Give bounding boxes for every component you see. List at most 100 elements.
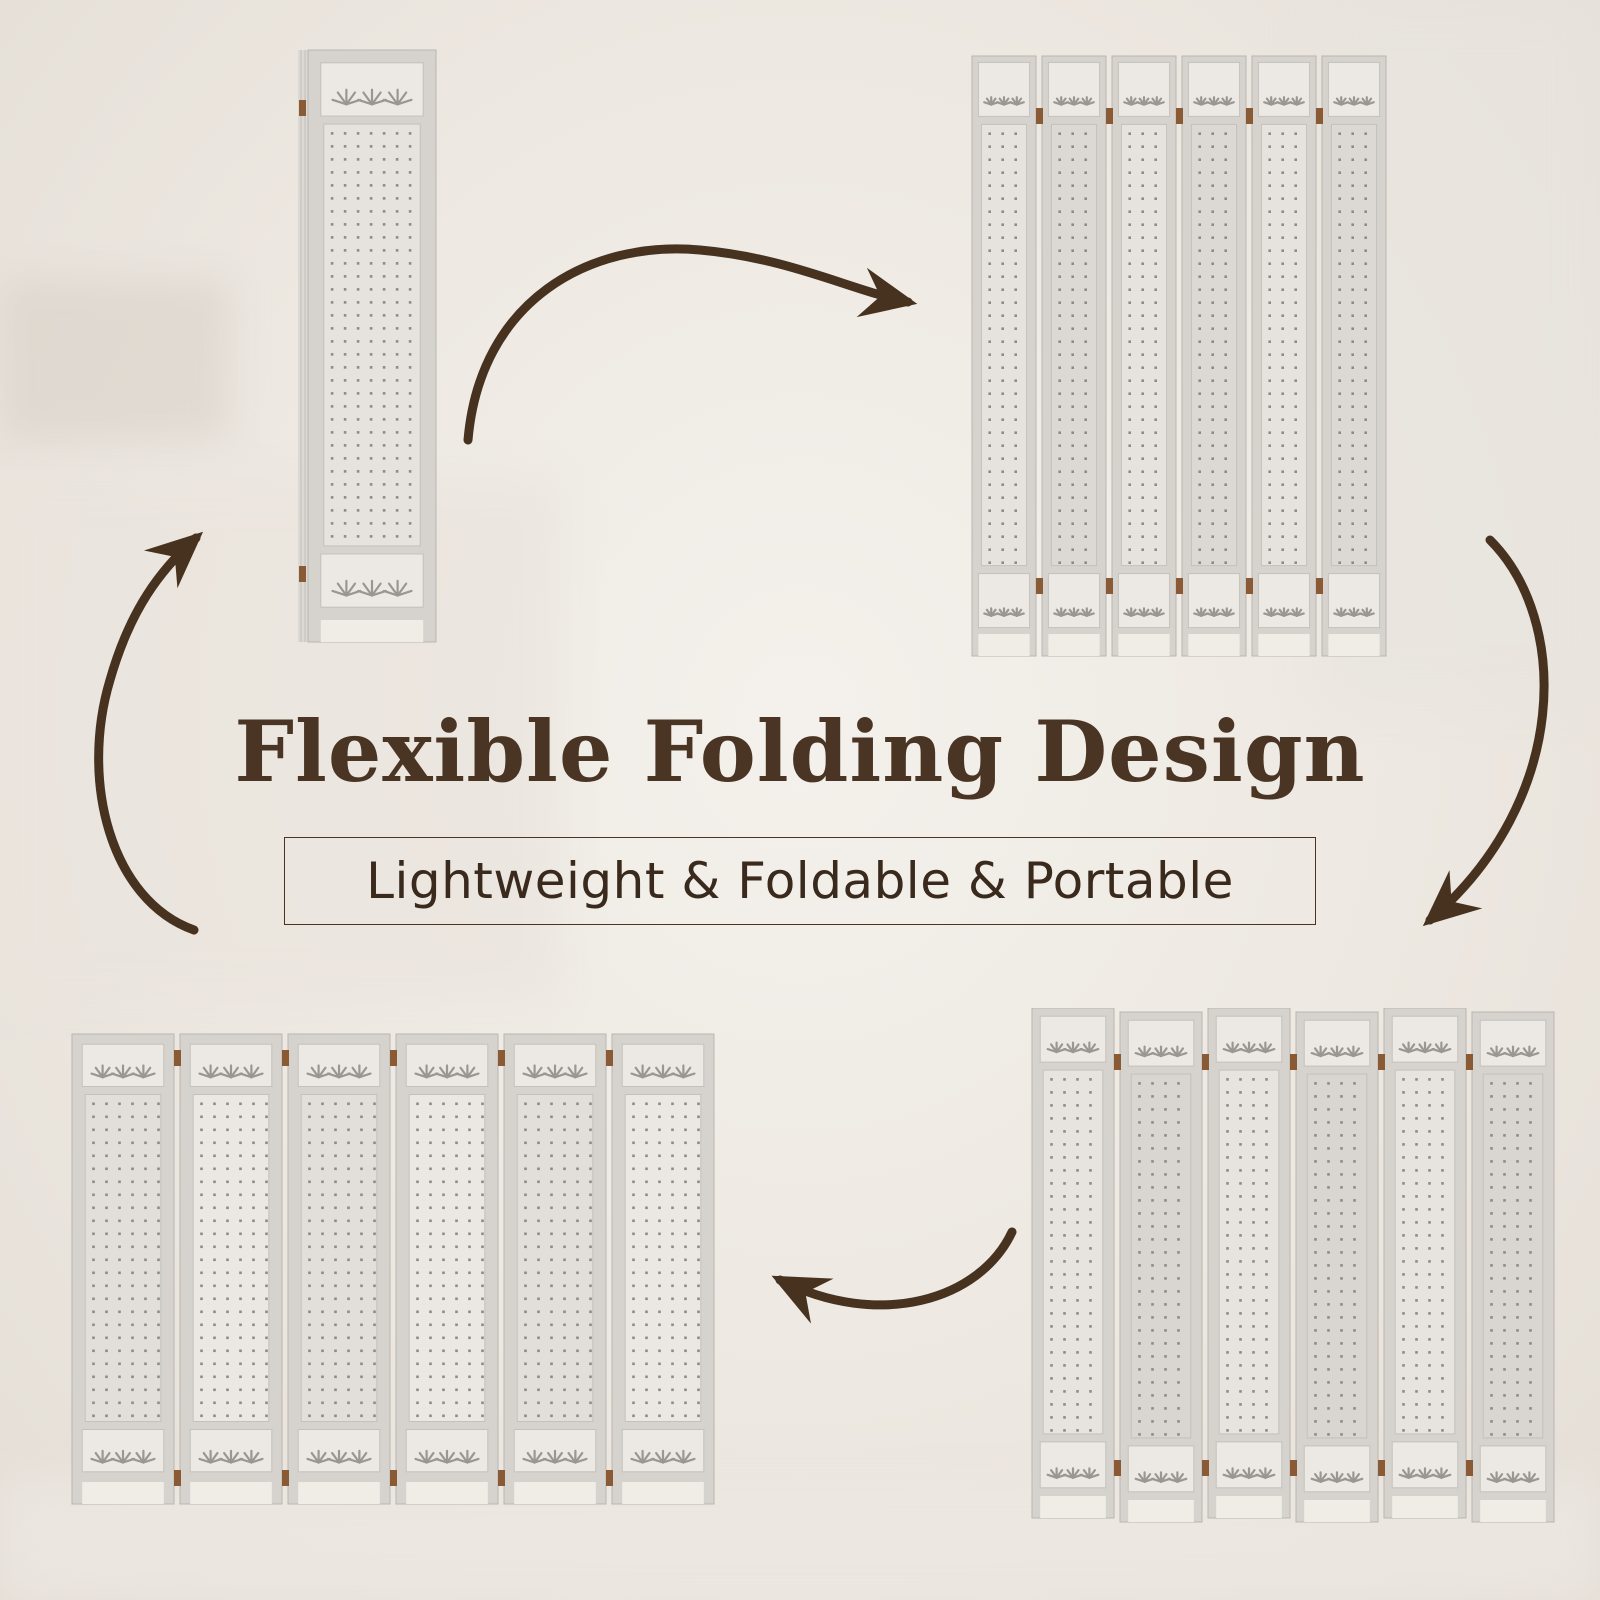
carved-fan-motif-icon: [1398, 1041, 1419, 1054]
carved-fan-motif-icon: [1358, 607, 1375, 617]
carved-fan-motif-icon: [198, 1449, 223, 1464]
carved-fan-motif-icon: [455, 1064, 480, 1079]
carved-fan-motif-icon: [1053, 607, 1070, 617]
screen-panel: [287, 1033, 391, 1505]
zigzag-screen-image: [1031, 1008, 1555, 1523]
carved-fan-motif-icon: [1431, 1467, 1452, 1479]
carved-fan-motif-icon: [1218, 96, 1235, 106]
hinge: [1378, 1054, 1385, 1070]
carved-fan-motif-icon: [239, 1064, 264, 1079]
hinge: [1246, 108, 1253, 124]
carved-fan-motif-icon: [995, 607, 1013, 617]
carved-fan-motif-icon: [563, 1064, 588, 1079]
carved-fan-motif-icon: [1078, 96, 1095, 106]
carved-fan-motif-icon: [414, 1449, 439, 1464]
subtitle-box: Lightweight & Foldable & Portable: [284, 837, 1316, 925]
hinge: [1202, 1460, 1209, 1476]
carved-fan-motif-icon: [1345, 607, 1363, 617]
carved-fan-motif-icon: [1358, 96, 1375, 106]
carved-fan-motif-icon: [1326, 1045, 1348, 1058]
curved-arrow-icon: [771, 1227, 1017, 1324]
screen-panel: [1471, 1011, 1555, 1523]
carved-fan-motif-icon: [650, 1449, 676, 1464]
screen-panel: [503, 1033, 607, 1505]
carved-fan-motif-icon: [306, 1064, 331, 1079]
hinge: [1106, 578, 1113, 594]
screen-panel: [1383, 1008, 1467, 1519]
carved-fan-motif-icon: [1333, 607, 1350, 617]
hinge: [498, 1050, 505, 1066]
curved-screen-image: [971, 55, 1387, 657]
screen-panel: [307, 49, 437, 643]
carved-fan-motif-icon: [1343, 1471, 1364, 1483]
carved-fan-motif-icon: [1046, 1041, 1067, 1054]
carved-fan-motif-icon: [455, 1449, 480, 1464]
screen-panel: [1111, 55, 1177, 657]
carved-fan-motif-icon: [1275, 96, 1293, 106]
flat-screen-image: [71, 1033, 715, 1505]
carved-fan-motif-icon: [1238, 1041, 1260, 1054]
carved-fan-motif-icon: [1148, 96, 1165, 106]
screen-panel: [395, 1033, 499, 1505]
hinge: [498, 1470, 505, 1486]
carved-fan-motif-icon: [1218, 607, 1235, 617]
hinge: [1114, 1054, 1121, 1070]
hinge: [1202, 1054, 1209, 1070]
screen-panel: [971, 55, 1037, 657]
carved-fan-motif-icon: [1343, 1045, 1364, 1058]
hinge: [390, 1470, 397, 1486]
carved-fan-motif-icon: [1046, 1467, 1067, 1479]
carved-fan-motif-icon: [1431, 1041, 1452, 1054]
carved-fan-motif-icon: [110, 1064, 136, 1079]
carved-fan-motif-icon: [347, 1064, 372, 1079]
carved-fan-motif-icon: [995, 96, 1013, 106]
hinge: [1176, 108, 1183, 124]
carved-fan-motif-icon: [90, 1449, 115, 1464]
carved-fan-motif-icon: [1255, 1041, 1276, 1054]
screen-panel: [1321, 55, 1387, 657]
carved-fan-motif-icon: [218, 1064, 244, 1079]
carved-fan-motif-icon: [382, 579, 413, 597]
carved-fan-motif-icon: [1167, 1045, 1188, 1058]
carved-fan-motif-icon: [1502, 1045, 1524, 1058]
hinge: [606, 1470, 613, 1486]
carved-fan-motif-icon: [218, 1449, 244, 1464]
carved-fan-motif-icon: [90, 1064, 115, 1079]
curved-arrow-icon: [94, 531, 204, 935]
carved-fan-motif-icon: [1502, 1471, 1524, 1483]
carved-fan-motif-icon: [1008, 96, 1025, 106]
carved-fan-motif-icon: [1345, 96, 1363, 106]
carved-fan-motif-icon: [522, 1064, 547, 1079]
carved-fan-motif-icon: [1008, 607, 1025, 617]
screen-panel: [1119, 1011, 1203, 1523]
hinge: [1036, 108, 1043, 124]
hinge: [1466, 1460, 1473, 1476]
carved-fan-motif-icon: [239, 1449, 264, 1464]
screen-panel: [611, 1033, 715, 1505]
carved-fan-motif-icon: [1062, 1041, 1084, 1054]
carved-fan-motif-icon: [1255, 1467, 1276, 1479]
screen-panel: [71, 1033, 175, 1505]
carved-fan-motif-icon: [671, 1064, 696, 1079]
screen-panel: [1181, 55, 1247, 657]
carved-fan-motif-icon: [563, 1449, 588, 1464]
hinge: [390, 1050, 397, 1066]
hinge: [1290, 1460, 1297, 1476]
carved-fan-motif-icon: [1288, 96, 1305, 106]
background-blur: [0, 480, 560, 1000]
hinge: [606, 1050, 613, 1066]
hinge: [174, 1470, 181, 1486]
carved-fan-motif-icon: [131, 1449, 156, 1464]
carved-fan-motif-icon: [382, 88, 413, 106]
subtitle: Lightweight & Foldable & Portable: [366, 852, 1234, 910]
screen-panel: [1207, 1008, 1291, 1519]
curved-arrow-icon: [463, 244, 918, 445]
carved-fan-motif-icon: [1519, 1471, 1540, 1483]
screen-panel: [1031, 1008, 1115, 1519]
carved-fan-motif-icon: [347, 1449, 372, 1464]
carved-fan-motif-icon: [1414, 1467, 1436, 1479]
carved-fan-motif-icon: [1519, 1045, 1540, 1058]
hinge: [1466, 1054, 1473, 1070]
hinge: [1036, 578, 1043, 594]
hinge: [1246, 578, 1253, 594]
